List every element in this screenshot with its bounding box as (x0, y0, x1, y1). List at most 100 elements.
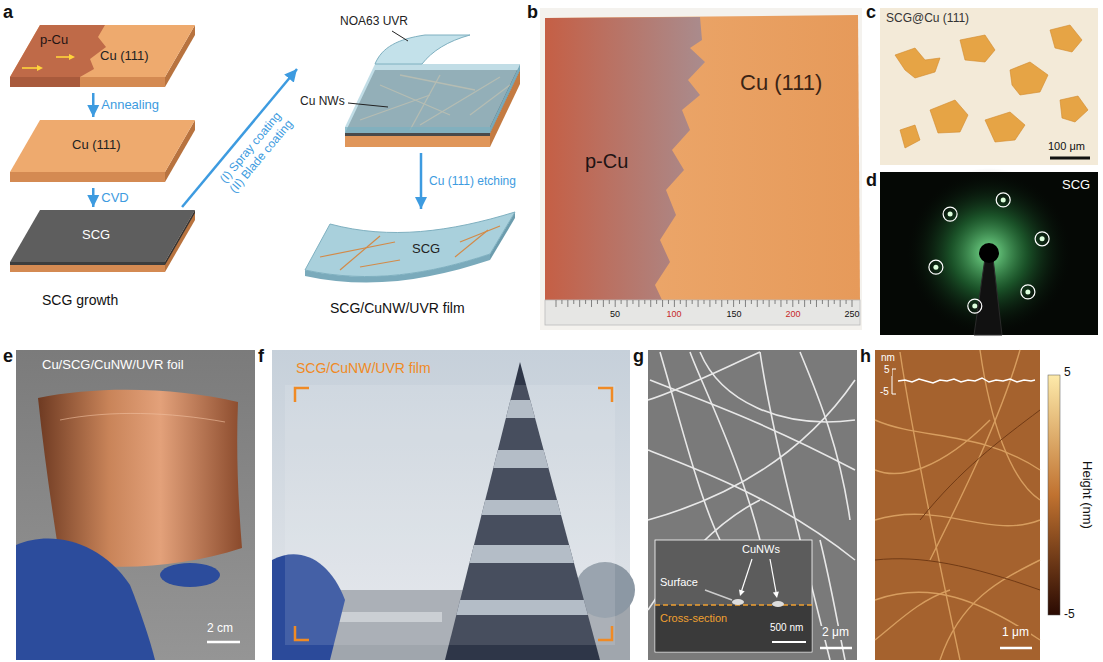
inset-image (773, 592, 779, 598)
ruler-tick (668, 300, 669, 304)
process-arrow (92, 188, 95, 207)
ruler-number: 250 (844, 309, 859, 319)
layer-stack-part (345, 133, 490, 136)
image-label: SCG (1062, 178, 1090, 193)
leed-pattern (1001, 197, 1006, 202)
nanowire (820, 540, 845, 660)
node-label: SCG (82, 228, 110, 243)
arrow-label: Annealing (101, 97, 159, 113)
ruler-tick (721, 300, 722, 307)
inset-label: Surface (660, 576, 698, 589)
copper-foil-slab-part (10, 172, 165, 182)
ruler-tick (733, 300, 734, 307)
inset-image (770, 559, 776, 592)
corner-bracket (598, 388, 612, 402)
ruler-tick (609, 300, 610, 304)
leed-pattern (968, 299, 982, 313)
leed-pattern (904, 168, 1074, 338)
graphene-slab-part (10, 262, 165, 265)
micrograph-islands (1050, 25, 1082, 52)
ruler-tick (579, 300, 580, 307)
nanowire (875, 559, 1040, 590)
sem-image (648, 350, 857, 660)
ruler (545, 300, 860, 325)
nanowire (875, 514, 1040, 526)
copper-foil-slab-part (10, 25, 195, 77)
leed-pattern (929, 193, 1049, 313)
layer-stack-part (375, 35, 470, 64)
nanowire (648, 380, 855, 520)
inset-label: CuNWs (742, 543, 780, 556)
ruler-tick (656, 300, 657, 304)
ruler-tick (822, 300, 823, 304)
ruler-tick (769, 300, 770, 307)
group-caption: SCG/CuNW/UVR film (330, 300, 465, 316)
ruler-tick (745, 300, 746, 307)
ruler-tick (680, 300, 681, 304)
afm-image (875, 350, 1060, 660)
scale-bar-label: 500 nm (770, 622, 803, 634)
panel-letter: f (258, 346, 264, 367)
ruler-tick (615, 300, 616, 307)
micrograph-islands (880, 8, 1098, 165)
ruler-tick (591, 300, 592, 307)
ruler-tick (709, 300, 710, 307)
scale-bar-label: 2 μm (820, 626, 851, 640)
layer-stack: NOA63 UVR Cu NWs (300, 15, 520, 150)
foil-photo (540, 8, 862, 330)
node-label: p-Cu (40, 33, 68, 48)
axis-unit: nm (879, 352, 897, 364)
leed-pattern (943, 207, 957, 221)
graphene-slab: SCG (10, 210, 195, 275)
inset-image (655, 604, 812, 606)
building-photo (272, 350, 630, 660)
nanowire (700, 352, 855, 422)
ruler-tick (692, 300, 693, 304)
ruler-tick (650, 300, 651, 307)
corner-bracket (295, 388, 612, 640)
copper-foil-slab-part (10, 77, 165, 87)
nanowire (660, 352, 720, 540)
node-label: SCG (412, 242, 440, 257)
layer-stack-part (345, 64, 520, 127)
ruler-tick (751, 300, 752, 304)
panel-letter: b (527, 2, 538, 23)
ruler-tick (632, 300, 633, 304)
nanowire (900, 352, 960, 660)
building-photo (285, 385, 615, 645)
ruler-number: 50 (610, 309, 620, 319)
ruler-tick (828, 300, 829, 307)
leed-pattern (948, 212, 953, 217)
scale-bar (820, 647, 852, 650)
copper-foil-slab: Cu (111) (10, 120, 195, 185)
ruler-tick (644, 300, 645, 304)
scale-bar (207, 641, 240, 644)
node-label: Cu (111) (72, 138, 121, 153)
leed-pattern (1021, 285, 1035, 299)
image-label: SCG/CuNW/UVR film (296, 360, 431, 376)
ruler-tick (698, 300, 699, 307)
leed-pattern (880, 168, 1098, 338)
leed-pattern (1040, 236, 1045, 241)
axis-bracket (892, 369, 896, 394)
ruler-tick (757, 300, 758, 307)
inset-image (772, 601, 784, 607)
ruler-tick (662, 300, 663, 307)
arrow-label: (I) Spray coating (II) Blade coating (213, 104, 300, 200)
corner-bracket (295, 626, 309, 640)
leed-pattern (996, 193, 1010, 207)
node-sublabel: Cu NWs (300, 95, 345, 109)
ruler-tick (798, 300, 799, 304)
panel-letter: c (866, 2, 876, 23)
nanowire (875, 592, 1040, 640)
node-label: NOA63 UVR (340, 15, 408, 29)
arrow-label: Cu (111) etching (429, 174, 516, 188)
leed-pattern (933, 197, 1044, 308)
micrograph-islands (900, 125, 920, 148)
scale-bar-label: 100 μm (1048, 140, 1085, 153)
ruler-tick (704, 300, 705, 304)
ruler-tick (816, 300, 817, 307)
foil-photo (60, 413, 225, 422)
